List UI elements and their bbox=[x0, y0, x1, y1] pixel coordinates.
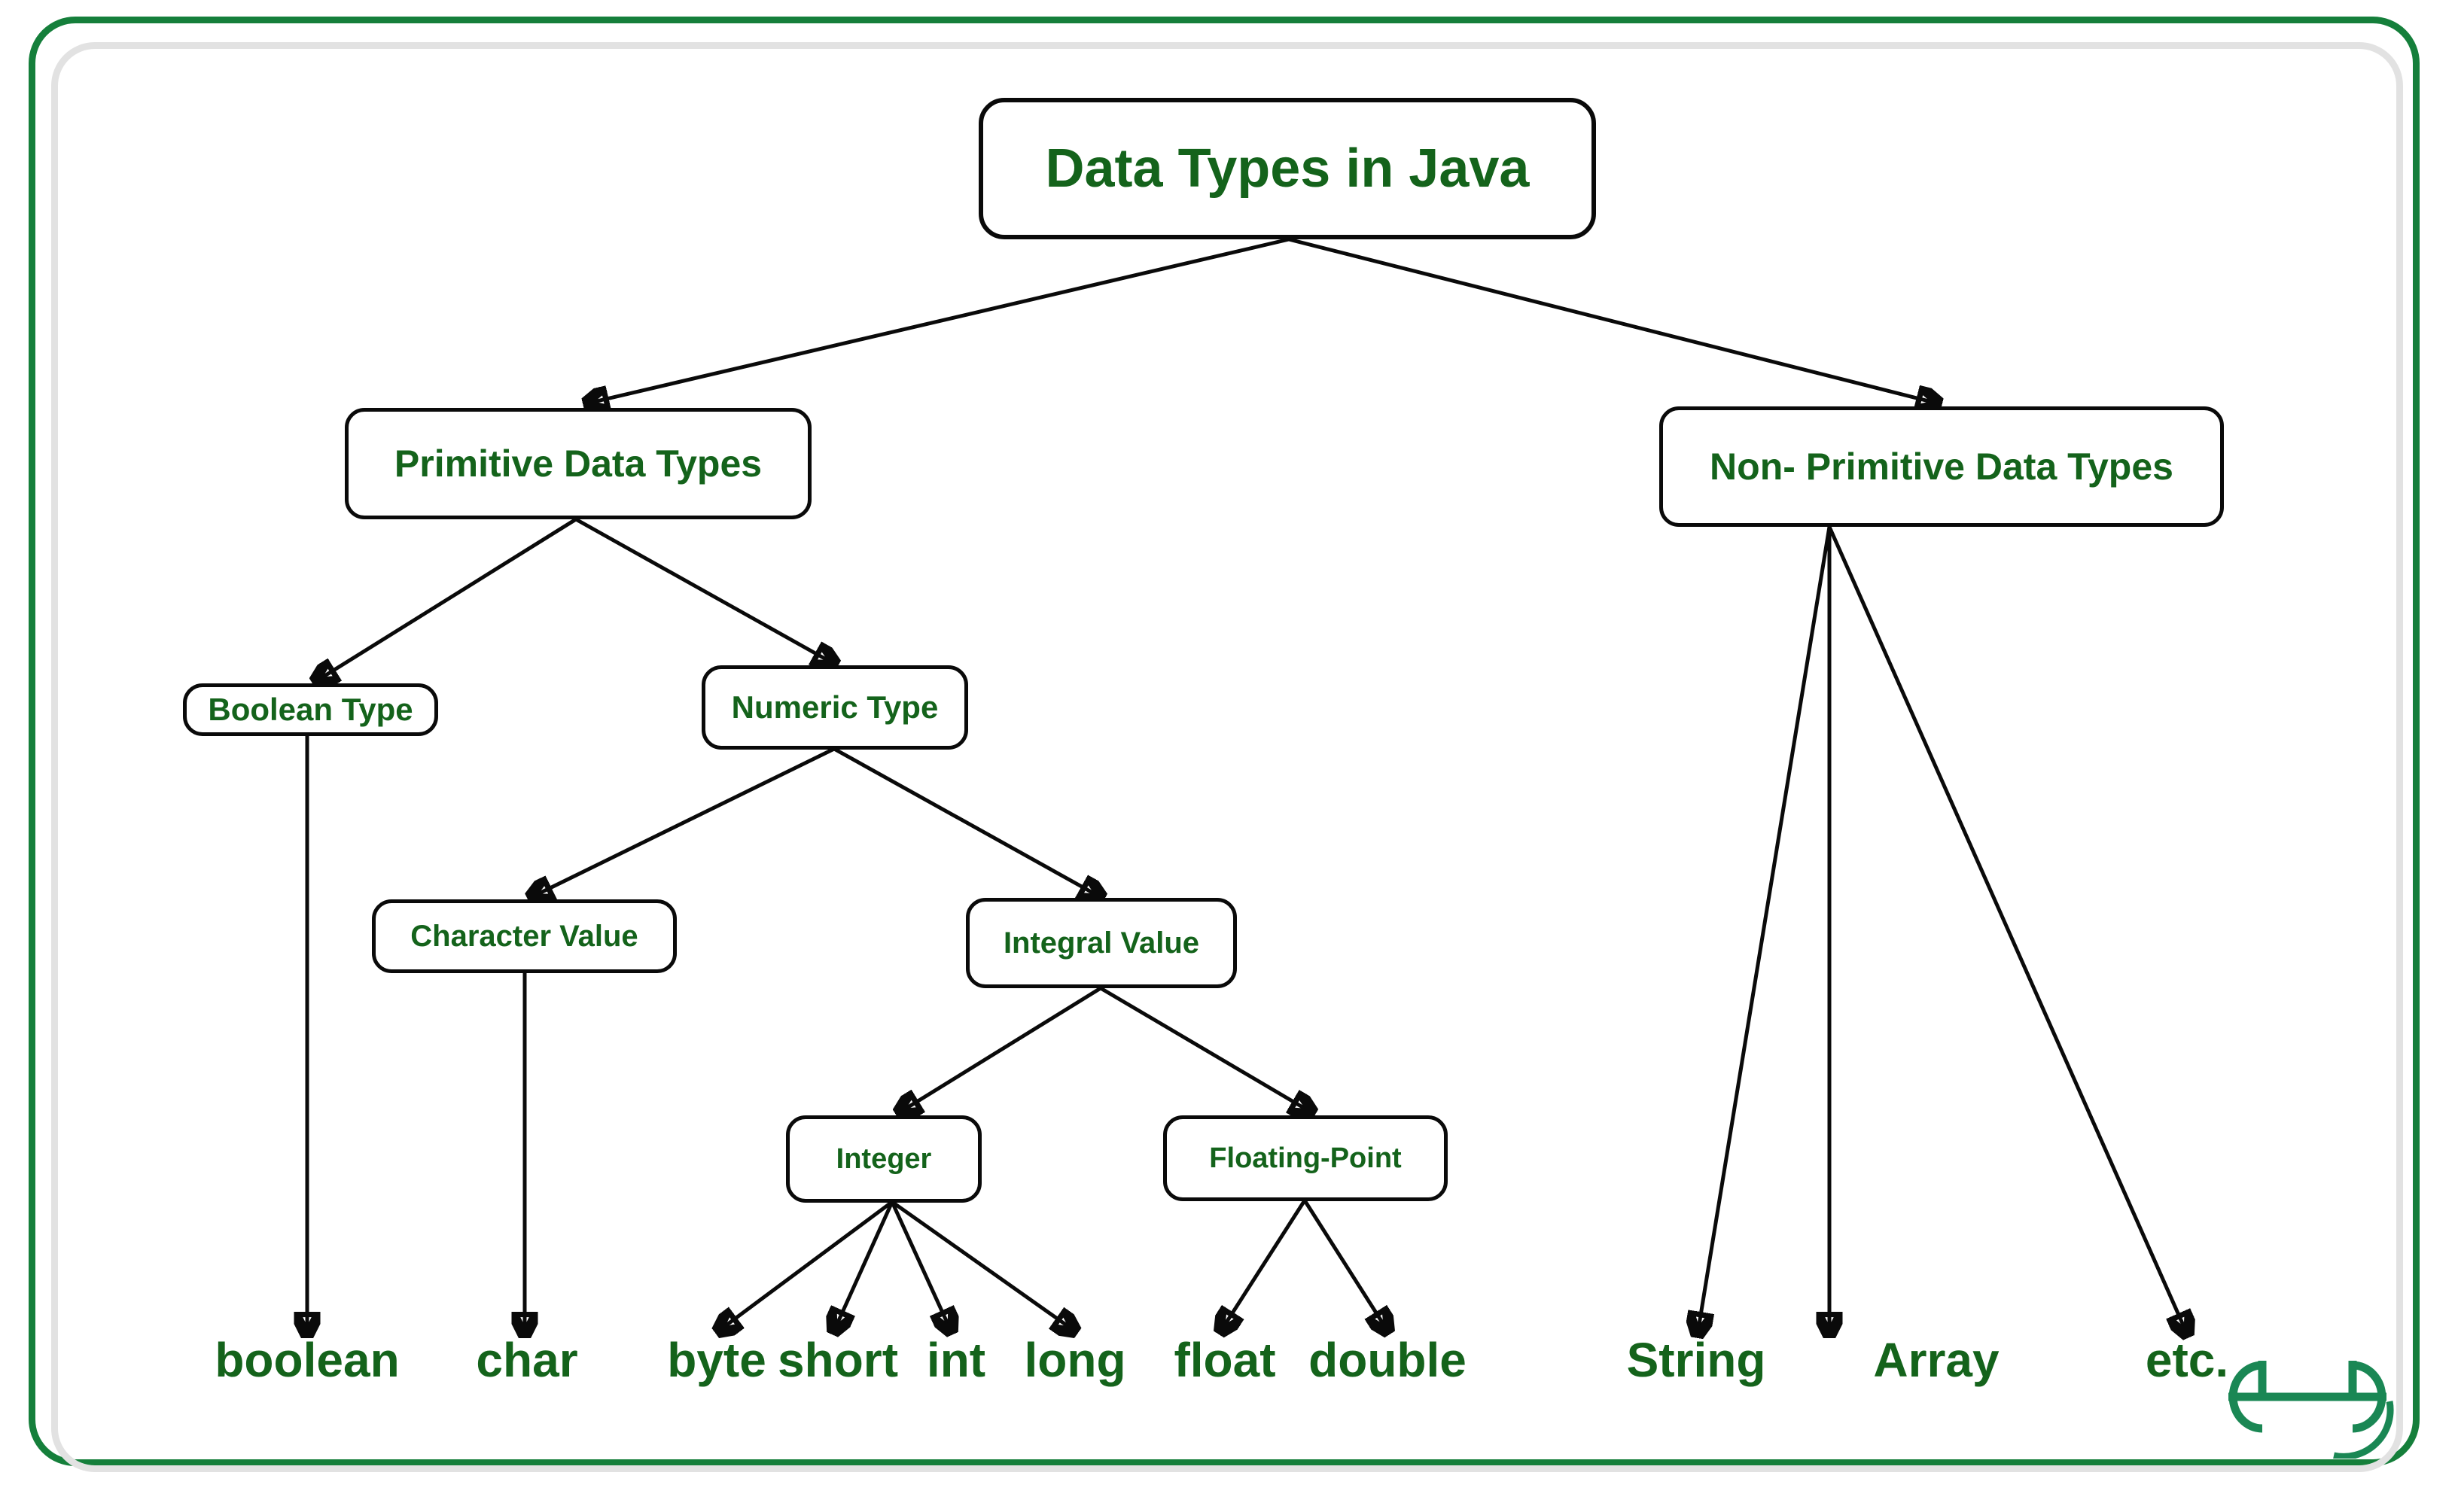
node-non-primitive-data-types[interactable]: Non- Primitive Data Types bbox=[1659, 406, 2224, 527]
node-data-types-in-java[interactable]: Data Types in Java bbox=[979, 98, 1596, 239]
outer-green-frame bbox=[29, 17, 2420, 1466]
leaf-array: Array bbox=[1873, 1333, 2000, 1387]
leaf-short: short bbox=[778, 1333, 898, 1387]
leaf-double: double bbox=[1308, 1333, 1467, 1387]
leaf-boolean: boolean bbox=[215, 1333, 400, 1387]
leaf-byte: byte bbox=[667, 1333, 766, 1387]
node-integer[interactable]: Integer bbox=[786, 1115, 982, 1203]
leaf-char: char bbox=[476, 1333, 578, 1387]
leaf-int: int bbox=[926, 1333, 986, 1387]
node-floating-point[interactable]: Floating-Point bbox=[1163, 1115, 1448, 1201]
node-boolean-type[interactable]: Boolean Type bbox=[183, 683, 438, 736]
leaf-long: long bbox=[1024, 1333, 1126, 1387]
node-character-value[interactable]: Character Value bbox=[372, 899, 677, 973]
geeksforgeeks-logo bbox=[2228, 1361, 2394, 1459]
leaf-etc: etc. bbox=[2145, 1333, 2229, 1387]
inner-gray-frame bbox=[51, 42, 2403, 1472]
node-numeric-type[interactable]: Numeric Type bbox=[702, 665, 968, 750]
node-primitive-data-types[interactable]: Primitive Data Types bbox=[345, 408, 812, 519]
leaf-string: String bbox=[1626, 1333, 1766, 1387]
leaf-float: float bbox=[1174, 1333, 1276, 1387]
node-integral-value[interactable]: Integral Value bbox=[966, 898, 1237, 988]
